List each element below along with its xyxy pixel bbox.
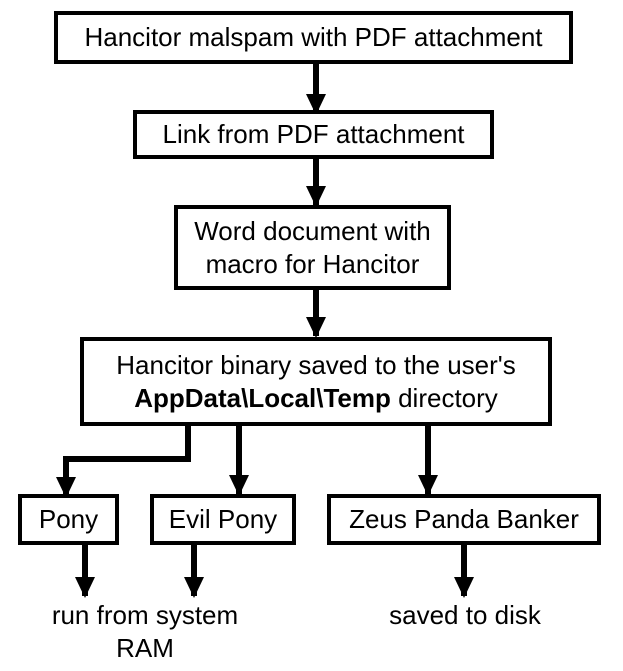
node-word-document-line2: macro for Hancitor	[205, 248, 420, 279]
temp-path-label: AppData\Local\Temp	[134, 382, 391, 413]
node-evil-pony-label: Evil Pony	[168, 504, 278, 534]
node-pony-label: Pony	[38, 504, 99, 534]
outcome-saved-to-disk-label: saved to disk	[389, 600, 541, 630]
node-hancitor-malspam-label: Hancitor malspam with PDF attachment	[84, 22, 543, 52]
node-hancitor-binary-line1: Hancitor binary saved to the user's	[116, 349, 516, 380]
node-zeus-panda-banker: Zeus Panda Banker	[327, 494, 601, 545]
outcome-saved-to-disk: saved to disk	[340, 599, 590, 632]
outcome-run-from-ram-line2: RAM	[116, 633, 174, 663]
node-hancitor-malspam: Hancitor malspam with PDF attachment	[54, 11, 573, 64]
node-word-document: Word document with macro for Hancitor	[174, 205, 451, 290]
outcome-run-from-ram-line1: run from system	[51, 600, 239, 630]
outcome-run-from-ram: run from system RAM	[20, 599, 270, 665]
node-pony: Pony	[18, 494, 119, 545]
node-hancitor-binary-line2: AppData\Local\Temp directory	[134, 382, 498, 415]
arrow-binary-to-pony	[56, 425, 191, 498]
node-pdf-link: Link from PDF attachment	[133, 110, 494, 159]
node-zeus-panda-banker-label: Zeus Panda Banker	[349, 504, 579, 534]
node-word-document-line1: Word document with	[194, 215, 431, 246]
node-hancitor-binary: Hancitor binary saved to the user's AppD…	[80, 337, 552, 426]
node-pdf-link-label: Link from PDF attachment	[162, 119, 465, 149]
directory-label: directory	[390, 382, 498, 413]
node-evil-pony: Evil Pony	[150, 494, 296, 545]
